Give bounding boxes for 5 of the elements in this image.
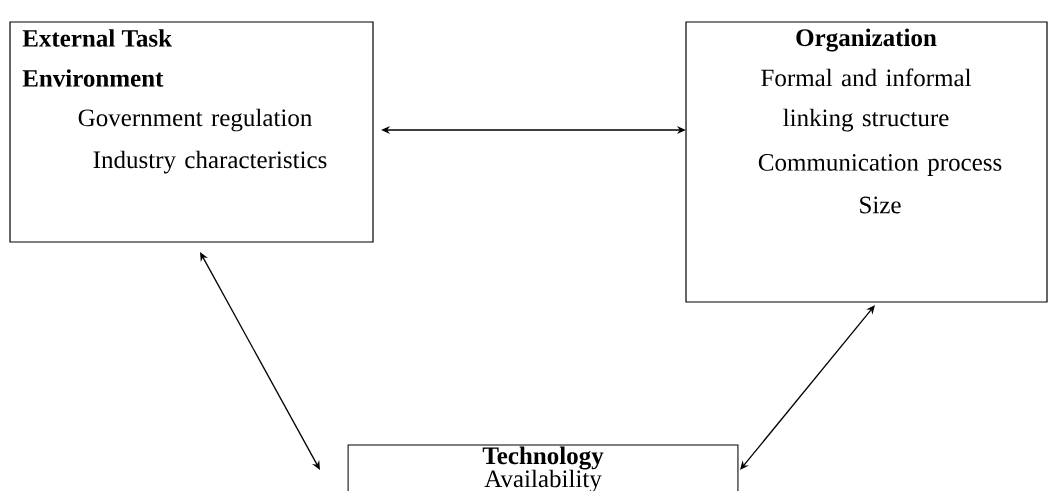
box: External Task Environment Government regulation Industry characteristics (9, 21, 374, 243)
arrow (740, 305, 875, 470)
arrow (381, 125, 686, 135)
arrow (200, 252, 320, 470)
box: Organization Formal and informal linking structure Communication process Size (685, 21, 1048, 303)
